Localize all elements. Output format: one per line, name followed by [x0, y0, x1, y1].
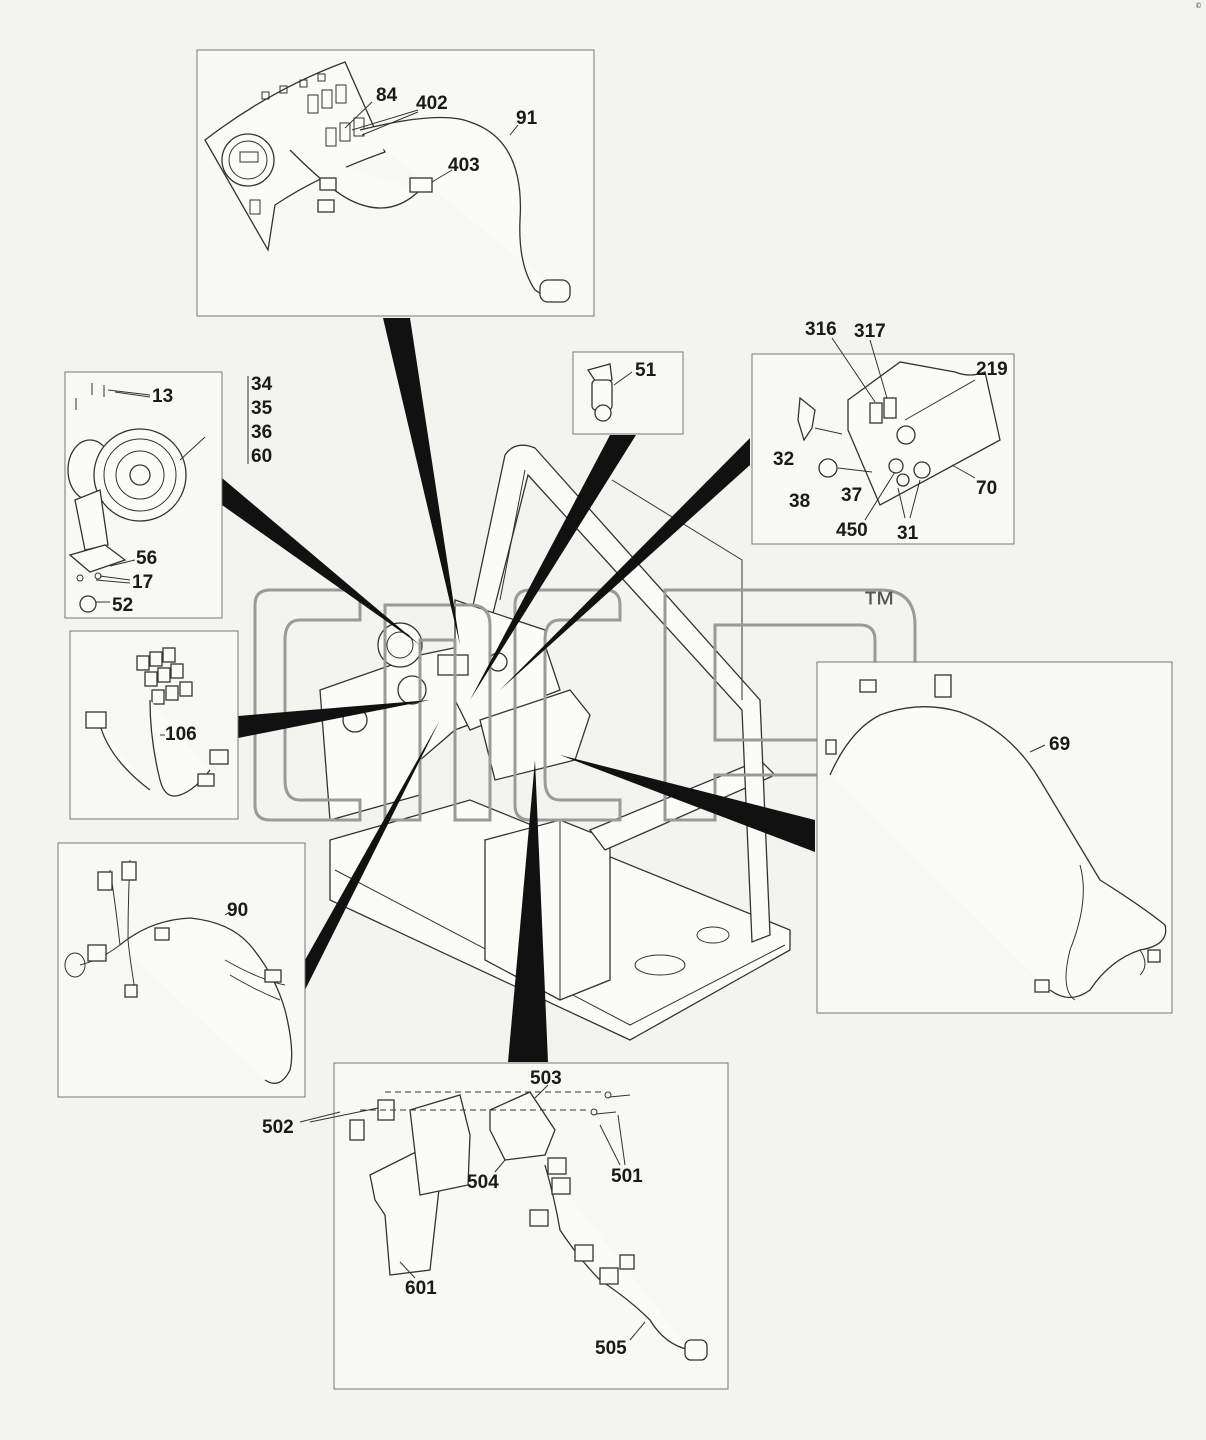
callout-38: 38	[789, 491, 810, 512]
callout-37: 37	[841, 485, 862, 506]
callout-51: 51	[635, 360, 657, 381]
pointer-51	[470, 435, 636, 700]
callout-56: 56	[136, 548, 157, 569]
callout-34: 34	[251, 374, 273, 395]
callout-90: 90	[227, 900, 248, 921]
callout-402: 402	[416, 93, 448, 114]
callout-501: 501	[611, 1166, 643, 1187]
callout-219: 219	[976, 359, 1008, 380]
callout-36: 36	[251, 422, 272, 443]
pointer-fan	[222, 478, 420, 645]
callout-403: 403	[448, 155, 480, 176]
inset-key-switch: 51	[572, 351, 684, 435]
inset-fan: 13 34 35 36 60 56 17 52	[64, 371, 273, 619]
pointer-503	[508, 760, 548, 1062]
callout-450: 450	[836, 520, 868, 541]
callout-317: 317	[854, 321, 886, 342]
inset-harness-90: 90	[57, 842, 306, 1098]
callout-32: 32	[773, 449, 794, 470]
callout-505: 505	[595, 1338, 627, 1359]
trademark-symbol: ™	[862, 585, 896, 623]
callout-35: 35	[251, 398, 273, 419]
callout-84: 84	[376, 85, 398, 106]
callout-601: 601	[405, 1278, 437, 1299]
pointer-84	[383, 318, 460, 645]
machine-frame	[319, 444, 791, 1041]
inset-harness-69: 69	[816, 661, 1173, 1014]
callout-60: 60	[251, 446, 272, 467]
callout-316: 316	[805, 319, 837, 340]
pointer-wedges	[222, 318, 815, 1062]
callout-17: 17	[132, 572, 153, 593]
callout-69: 69	[1049, 734, 1070, 755]
callout-52: 52	[112, 595, 133, 616]
callout-31: 31	[897, 523, 919, 544]
callout-13: 13	[152, 386, 173, 407]
inset-instrument-panel: 84 402 91 403	[196, 49, 595, 317]
pointer-switch-panel	[500, 438, 750, 690]
inset-switch-plate: 316 317 219 32 38 37 70 450 31	[751, 319, 1015, 545]
pointer-69	[560, 755, 815, 852]
callout-502: 502	[262, 1117, 294, 1138]
pointer-90	[305, 720, 440, 990]
pointer-106	[238, 700, 430, 738]
callout-70: 70	[976, 478, 997, 499]
callout-504: 504	[467, 1172, 499, 1193]
inset-controller: 503 502 501 504 601 505	[262, 1062, 729, 1390]
callout-106: 106	[165, 724, 197, 745]
inset-switch-harness: 106	[69, 630, 239, 820]
callout-503: 503	[530, 1068, 562, 1089]
callout-91: 91	[516, 108, 538, 129]
corner-mark: ©	[1195, 2, 1202, 10]
